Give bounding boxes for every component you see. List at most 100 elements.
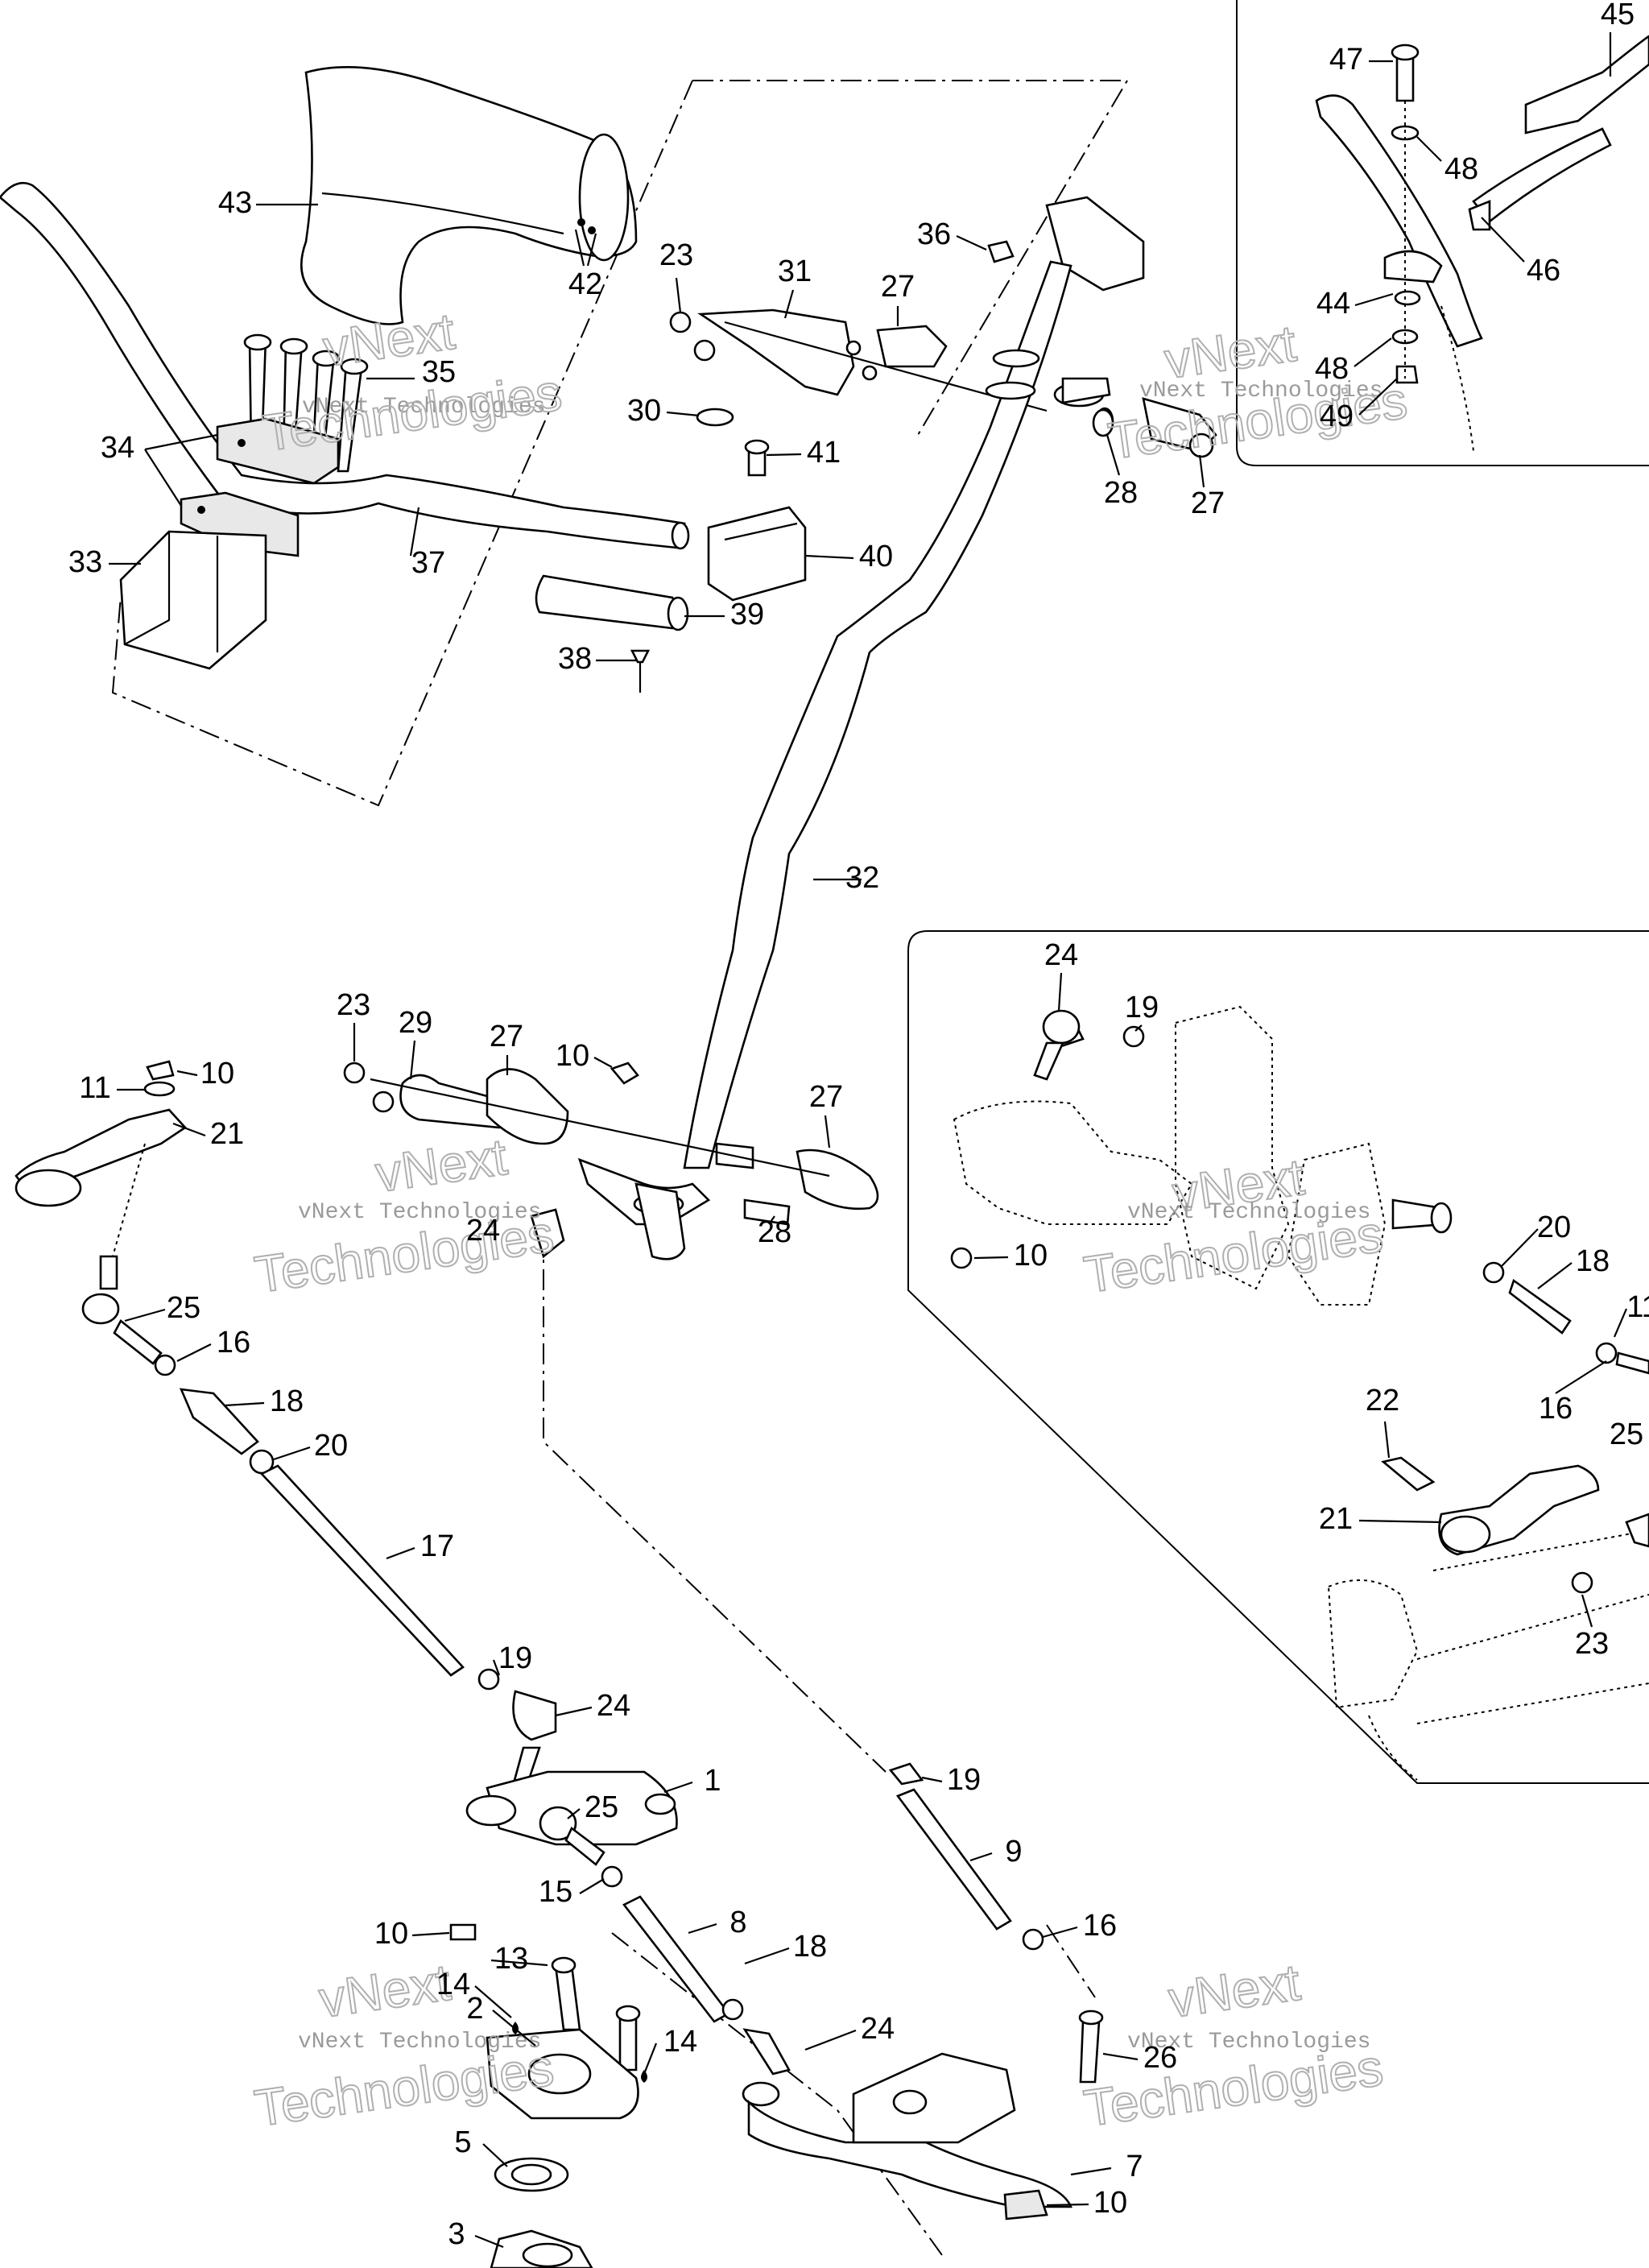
callout-label: 21 bbox=[210, 1117, 244, 1151]
callout-label: 48 bbox=[1315, 352, 1349, 386]
callout-label: 48 bbox=[1444, 152, 1478, 186]
callout-label: 27 bbox=[490, 1020, 523, 1053]
callout-label: 43 bbox=[218, 186, 252, 220]
lower-steering-assembly bbox=[449, 1762, 1104, 2220]
watermark-brand: vNext bbox=[1165, 1953, 1304, 2029]
housing-screw bbox=[744, 439, 770, 477]
column-axis-lower bbox=[611, 1932, 943, 2256]
callout-label: 19 bbox=[498, 1641, 532, 1675]
watermark-brand: vNext Technologies bbox=[298, 1200, 541, 1225]
callout-label: 39 bbox=[730, 598, 764, 631]
callout-label: 27 bbox=[1191, 486, 1225, 520]
callout-label: 18 bbox=[270, 1384, 304, 1418]
callout-label: 1 bbox=[704, 1764, 721, 1798]
callout-label: 32 bbox=[845, 861, 879, 895]
callout-label: 13 bbox=[494, 1942, 528, 1976]
callout-label: 37 bbox=[411, 546, 445, 580]
callout-label: 19 bbox=[1125, 991, 1159, 1024]
callout-label: 19 bbox=[947, 1763, 981, 1797]
callout-label: 10 bbox=[200, 1057, 234, 1091]
callout-label: 16 bbox=[217, 1326, 250, 1360]
callout-label: 24 bbox=[597, 1689, 630, 1723]
callout-label: 31 bbox=[778, 255, 812, 288]
callout-label: 40 bbox=[859, 540, 893, 573]
callout-label: 23 bbox=[1575, 1627, 1609, 1661]
callout-label: 11 bbox=[1626, 1290, 1649, 1324]
callout-label: 22 bbox=[1366, 1384, 1399, 1418]
steering-link-centerline bbox=[543, 1232, 886, 1773]
handlebar bbox=[0, 181, 690, 550]
callout-label: 45 bbox=[1601, 0, 1635, 31]
callout-label: 25 bbox=[167, 1291, 200, 1325]
callout-label: 44 bbox=[1316, 287, 1350, 321]
callout-label: 42 bbox=[568, 267, 602, 301]
callout-label: 26 bbox=[1143, 2041, 1177, 2075]
inset-bracket-detail bbox=[1315, 35, 1649, 452]
callout-label: 9 bbox=[1005, 1835, 1022, 1869]
steering-column bbox=[683, 196, 1217, 1169]
callout-label: 25 bbox=[585, 1790, 618, 1824]
callout-label: 24 bbox=[861, 2012, 895, 2046]
watermark-brand: vNext Technologies bbox=[302, 395, 545, 420]
callout-label: 27 bbox=[809, 1080, 843, 1114]
hand-grip bbox=[535, 574, 689, 631]
watermark-group-middle: vNext vNext Technologies Technologies vN… bbox=[250, 1127, 1387, 1305]
callout-label: 10 bbox=[1014, 1239, 1048, 1273]
callout-label: 18 bbox=[1576, 1244, 1610, 1278]
grip-end-housing bbox=[707, 506, 807, 602]
callout-label: 46 bbox=[1527, 254, 1560, 288]
handlebar-assembly-outline bbox=[692, 80, 1129, 436]
callout-label: 23 bbox=[659, 238, 693, 272]
callout-label: 47 bbox=[1329, 43, 1363, 77]
callout-label: 28 bbox=[1104, 476, 1138, 510]
callout-label: 20 bbox=[1537, 1211, 1571, 1244]
callout-label: 29 bbox=[399, 1006, 432, 1040]
inset-frame-middle-right bbox=[907, 930, 1649, 1784]
callout-label: 14 bbox=[663, 2025, 697, 2059]
watermark-brand: vNext bbox=[372, 1128, 510, 1203]
leader-lines bbox=[109, 32, 1628, 2249]
watermark-brand: vNext Technologies bbox=[1127, 2030, 1370, 2055]
callout-label: 15 bbox=[539, 1875, 572, 1909]
callout-label: 20 bbox=[314, 1429, 348, 1463]
callout-label: 25 bbox=[1610, 1418, 1643, 1451]
callout-label: 8 bbox=[729, 1906, 746, 1939]
callout-label: 11 bbox=[79, 1071, 110, 1105]
handlebar-clamps bbox=[180, 417, 340, 557]
handlebar-cover bbox=[300, 66, 638, 325]
callout-label: 28 bbox=[758, 1215, 791, 1249]
upper-support-bracket bbox=[669, 240, 1048, 427]
callout-label: 38 bbox=[558, 642, 592, 676]
callout-label: 10 bbox=[374, 1917, 408, 1951]
inset-frame-top-right bbox=[1236, 0, 1649, 466]
callout-label: 49 bbox=[1320, 399, 1354, 433]
callout-labels: 1235789101010101011111314141516161617181… bbox=[68, 0, 1649, 2251]
callout-label: 2 bbox=[466, 1992, 483, 2026]
column-lower-support bbox=[486, 1956, 647, 2268]
middle-steering-arm-group bbox=[343, 1062, 879, 1260]
watermark-brand: vNext Technologies bbox=[1139, 379, 1382, 404]
callout-label: 33 bbox=[68, 545, 102, 579]
callout-label: 24 bbox=[466, 1214, 500, 1248]
grip-pin bbox=[630, 649, 651, 693]
callout-label: 24 bbox=[1044, 938, 1078, 972]
watermark-brand: vNext Technologies bbox=[298, 2030, 541, 2055]
callout-label: 14 bbox=[436, 1968, 470, 2001]
callout-label: 21 bbox=[1319, 1502, 1353, 1536]
callout-label: 34 bbox=[101, 431, 134, 465]
handlebar-assembly-outline-left bbox=[111, 80, 693, 807]
callout-label: 18 bbox=[793, 1930, 827, 1964]
callout-label: 16 bbox=[1539, 1392, 1573, 1426]
watermark-brand: vNext Technologies bbox=[1127, 1200, 1370, 1225]
handlebar-riser bbox=[119, 530, 267, 670]
callout-label: 41 bbox=[807, 436, 841, 470]
callout-label: 17 bbox=[420, 1529, 454, 1563]
callout-label: 7 bbox=[1126, 2150, 1143, 2183]
steering-link-centerline-lower bbox=[1046, 1924, 1096, 1998]
callout-label: 35 bbox=[422, 355, 456, 389]
callout-label: 16 bbox=[1083, 1909, 1117, 1943]
callout-label: 10 bbox=[1093, 2186, 1127, 2220]
callout-label: 5 bbox=[454, 2125, 471, 2159]
callout-label: 36 bbox=[917, 217, 951, 251]
